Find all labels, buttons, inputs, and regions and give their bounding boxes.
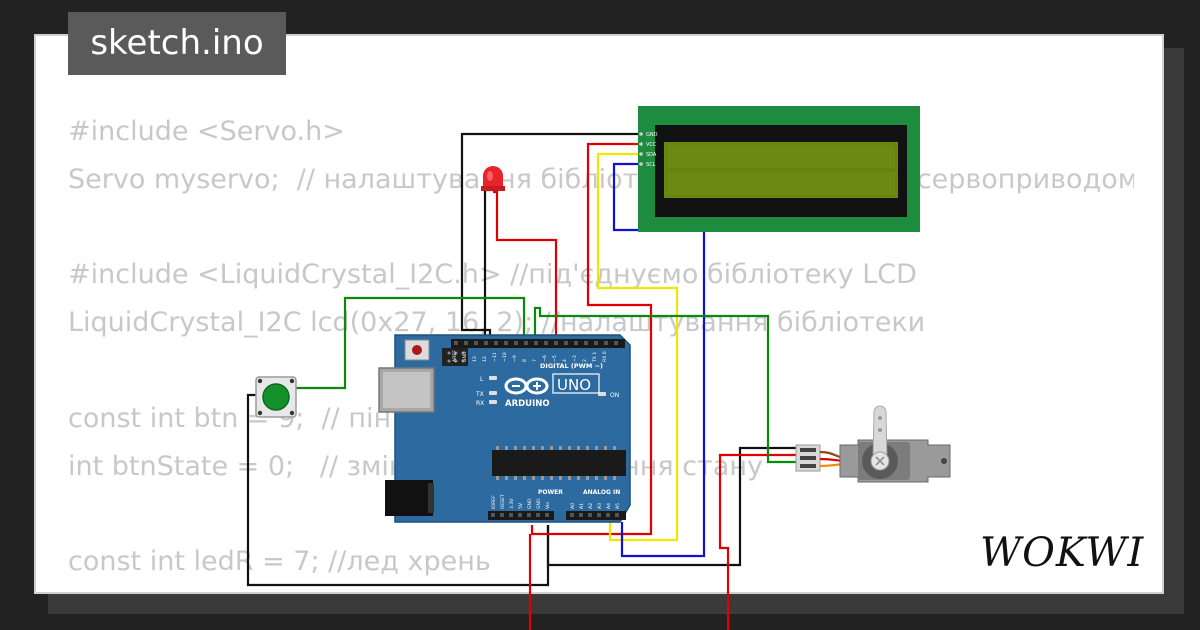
power-pin-label: RESET [500,494,506,509]
arduino-logo [504,377,549,395]
digital-pin-label: 2 [582,359,588,362]
lcd-pin-label: VCC [646,142,657,148]
digital-pin-label: ~10 [502,352,508,362]
wokwi-logo: WOKWI [980,530,1144,576]
lcd-pin-label: SCL [646,162,656,168]
digital-pin-label: ~5 [552,355,558,362]
power-pin-label: Vin [545,502,551,509]
power-header-label: POWER [538,489,563,496]
digital-pin-label: GND [462,351,468,362]
on-led-label: ON [610,392,619,399]
analog-header-label: ANALOG IN [583,489,620,496]
power-jack [385,480,433,516]
power-pin-label: IOREF [491,495,497,509]
led-label: RX [476,400,484,407]
sketch-filename: sketch.ino [68,12,286,75]
digital-pin-label: ~9 [512,355,518,362]
led-label: L [480,376,484,383]
lcd-pin-label: GND [646,132,658,138]
analog-pin-label: A4 [606,503,612,509]
digital-pin-label: 12 [482,356,488,362]
wokwi-logo-text: WOKWI [980,530,1144,576]
atmega-chip [492,450,626,476]
lcd-module: GND VCC SDA SCL [638,106,920,232]
digital-pin-label: 13 [472,356,478,362]
digital-pin-label: TX 1 [592,352,598,363]
power-pin-label: GND [536,498,542,509]
lcd-pin-label: SDA [646,152,657,158]
code-background: #include <Servo.h>Servo myservo; // нала… [68,108,1134,586]
wires-red [493,142,796,630]
analog-pin-label: A2 [588,503,594,509]
lcd-screen [664,142,898,198]
digital-pin-label: ~3 [572,355,578,362]
code-line: LiquidCrystal_I2C lcd(0x27, 16, 2); //на… [68,307,926,339]
digital-pin-label: 8 [522,359,528,362]
power-pin-label: 5V [518,502,524,509]
servo-motor [795,405,951,483]
code-line: const int ledR = 7; //лед хрень [68,546,491,578]
led-label: TX [475,391,484,398]
digital-pin-label: RX 0 [602,351,608,362]
wires-yellow [596,152,679,542]
digital-pin-label: 4 [562,359,568,362]
uno-label: UNO [557,376,591,394]
analog-pin-label: A1 [579,503,585,509]
digital-pin-label: AREF [452,350,458,362]
analog-pin-label: A5 [615,503,621,509]
analog-pin-label: A0 [570,503,576,509]
wires-green [296,296,796,464]
power-pin-label: GND [527,498,533,509]
power-pin-label: 3.3V [509,498,515,509]
digital-pin-label: ~6 [542,355,548,362]
digital-pin-label: 7 [532,359,538,362]
arduino-brand: ARDUINO [505,399,550,409]
code-line: #include <LiquidCrystal_I2C.h> //під'єдн… [68,259,917,291]
preview-card: #include <Servo.h>Servo myservo; // нала… [34,34,1164,594]
push-button[interactable] [255,376,297,418]
red-led [481,166,505,191]
analog-pin-label: A3 [597,503,603,509]
code-line: #include <Servo.h> [68,116,345,147]
arduino-uno-board: AREF GND 13 12 ~11 ~10 ~9 8 7 ~6 ~5 4 ~3 2 TX 1 RX 0 DI… [378,334,631,523]
digital-header-label: DIGITAL (PWM ~) [540,362,603,370]
digital-pin-label: ~11 [492,352,498,362]
